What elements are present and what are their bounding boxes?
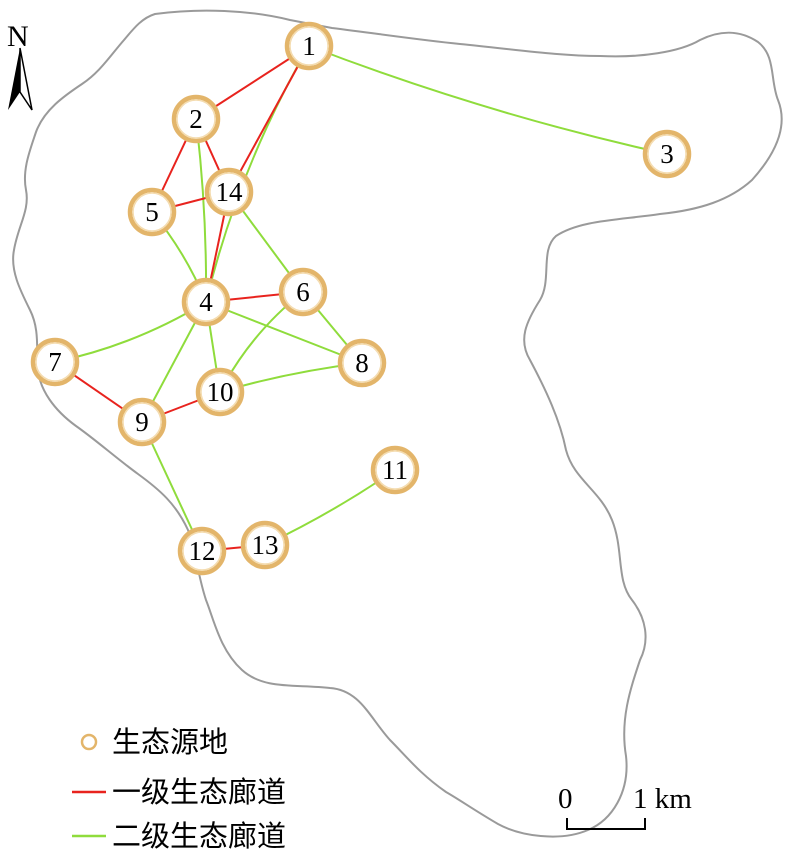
secondary-corridor-4-8 [205,301,363,364]
source-ring-icon [284,21,334,71]
secondary-corridor-2-4 [195,118,208,303]
ecological-source-4: 4 [181,277,231,327]
scale-bar: 0 1 km [558,783,692,830]
primary-corridor-1-14 [228,45,310,193]
source-label: 13 [252,530,279,560]
legend: 生态源地 一级生态廊道 二级生态廊道 [72,725,286,853]
source-label: 2 [189,104,203,134]
ecological-source-7: 7 [30,337,80,387]
source-ring-icon [278,267,328,317]
source-inner-ring [182,531,222,571]
source-ring-icon [117,397,167,447]
source-label: 9 [135,407,149,437]
source-inner-ring [200,372,240,412]
source-ring-icon [204,167,254,217]
scale-end-label: 1 km [633,783,692,815]
secondary-corridor-4-7 [54,301,207,363]
ecological-source-12: 12 [177,526,227,576]
source-inner-ring [375,450,415,490]
legend-item-source: 生态源地 [80,725,228,759]
source-label: 8 [355,348,369,378]
ecological-source-2: 2 [171,94,221,144]
ecological-source-5: 5 [127,187,177,237]
source-label: 7 [48,347,62,377]
ecological-source-3: 3 [642,129,692,179]
source-inner-ring [647,134,687,174]
source-label: 14 [216,177,244,207]
ecological-source-14: 14 [204,167,254,217]
secondary-corridor-1-3 [308,45,668,155]
source-label: 12 [189,536,216,566]
legend-item-primary: 一级生态廊道 [72,775,286,809]
north-arrow-icon [8,47,33,111]
scale-start-label: 0 [558,783,573,815]
source-ring-icon [337,338,387,388]
source-label: 11 [382,455,408,485]
ecological-source-10: 10 [195,367,245,417]
legend-item-secondary: 二级生态廊道 [72,819,286,853]
source-inner-ring [209,172,249,212]
source-inner-ring [342,343,382,383]
scale-bar-line [566,818,646,830]
source-label: 4 [199,287,213,317]
ecological-source-13: 13 [240,520,290,570]
source-ring-icon [171,94,221,144]
legend-source-label: 生态源地 [112,725,228,759]
ecological-source-6: 6 [278,267,328,317]
ecological-source-11: 11 [370,445,420,495]
source-inner-ring [245,525,285,565]
source-ring-icon [127,187,177,237]
source-inner-ring [132,192,172,232]
source-label: 6 [296,277,310,307]
north-arrow: N [7,20,33,111]
source-ring-icon [30,337,80,387]
source-ring-icon [181,277,231,327]
source-label: 10 [207,377,234,407]
source-symbol-icon [80,733,98,751]
source-inner-ring [176,99,216,139]
source-inner-ring [35,342,75,382]
ecological-source-8: 8 [337,338,387,388]
source-inner-ring [289,26,329,66]
study-area-boundary [12,9,783,838]
source-label: 3 [660,139,674,169]
source-inner-ring [186,282,226,322]
north-label: N [7,20,29,53]
source-ring-icon [370,445,420,495]
source-label: 5 [145,197,159,227]
source-ring-icon [195,367,245,417]
legend-secondary-label: 二级生态廊道 [112,819,286,853]
source-ring-icon [177,526,227,576]
ecological-source-1: 1 [284,21,334,71]
secondary-corridor-layer [54,45,668,552]
source-label: 1 [302,31,316,61]
legend-primary-label: 一级生态廊道 [112,775,286,809]
ecological-source-9: 9 [117,397,167,447]
source-inner-ring [122,402,162,442]
source-ring-icon [240,520,290,570]
source-ring-icon [642,129,692,179]
source-inner-ring [283,272,323,312]
